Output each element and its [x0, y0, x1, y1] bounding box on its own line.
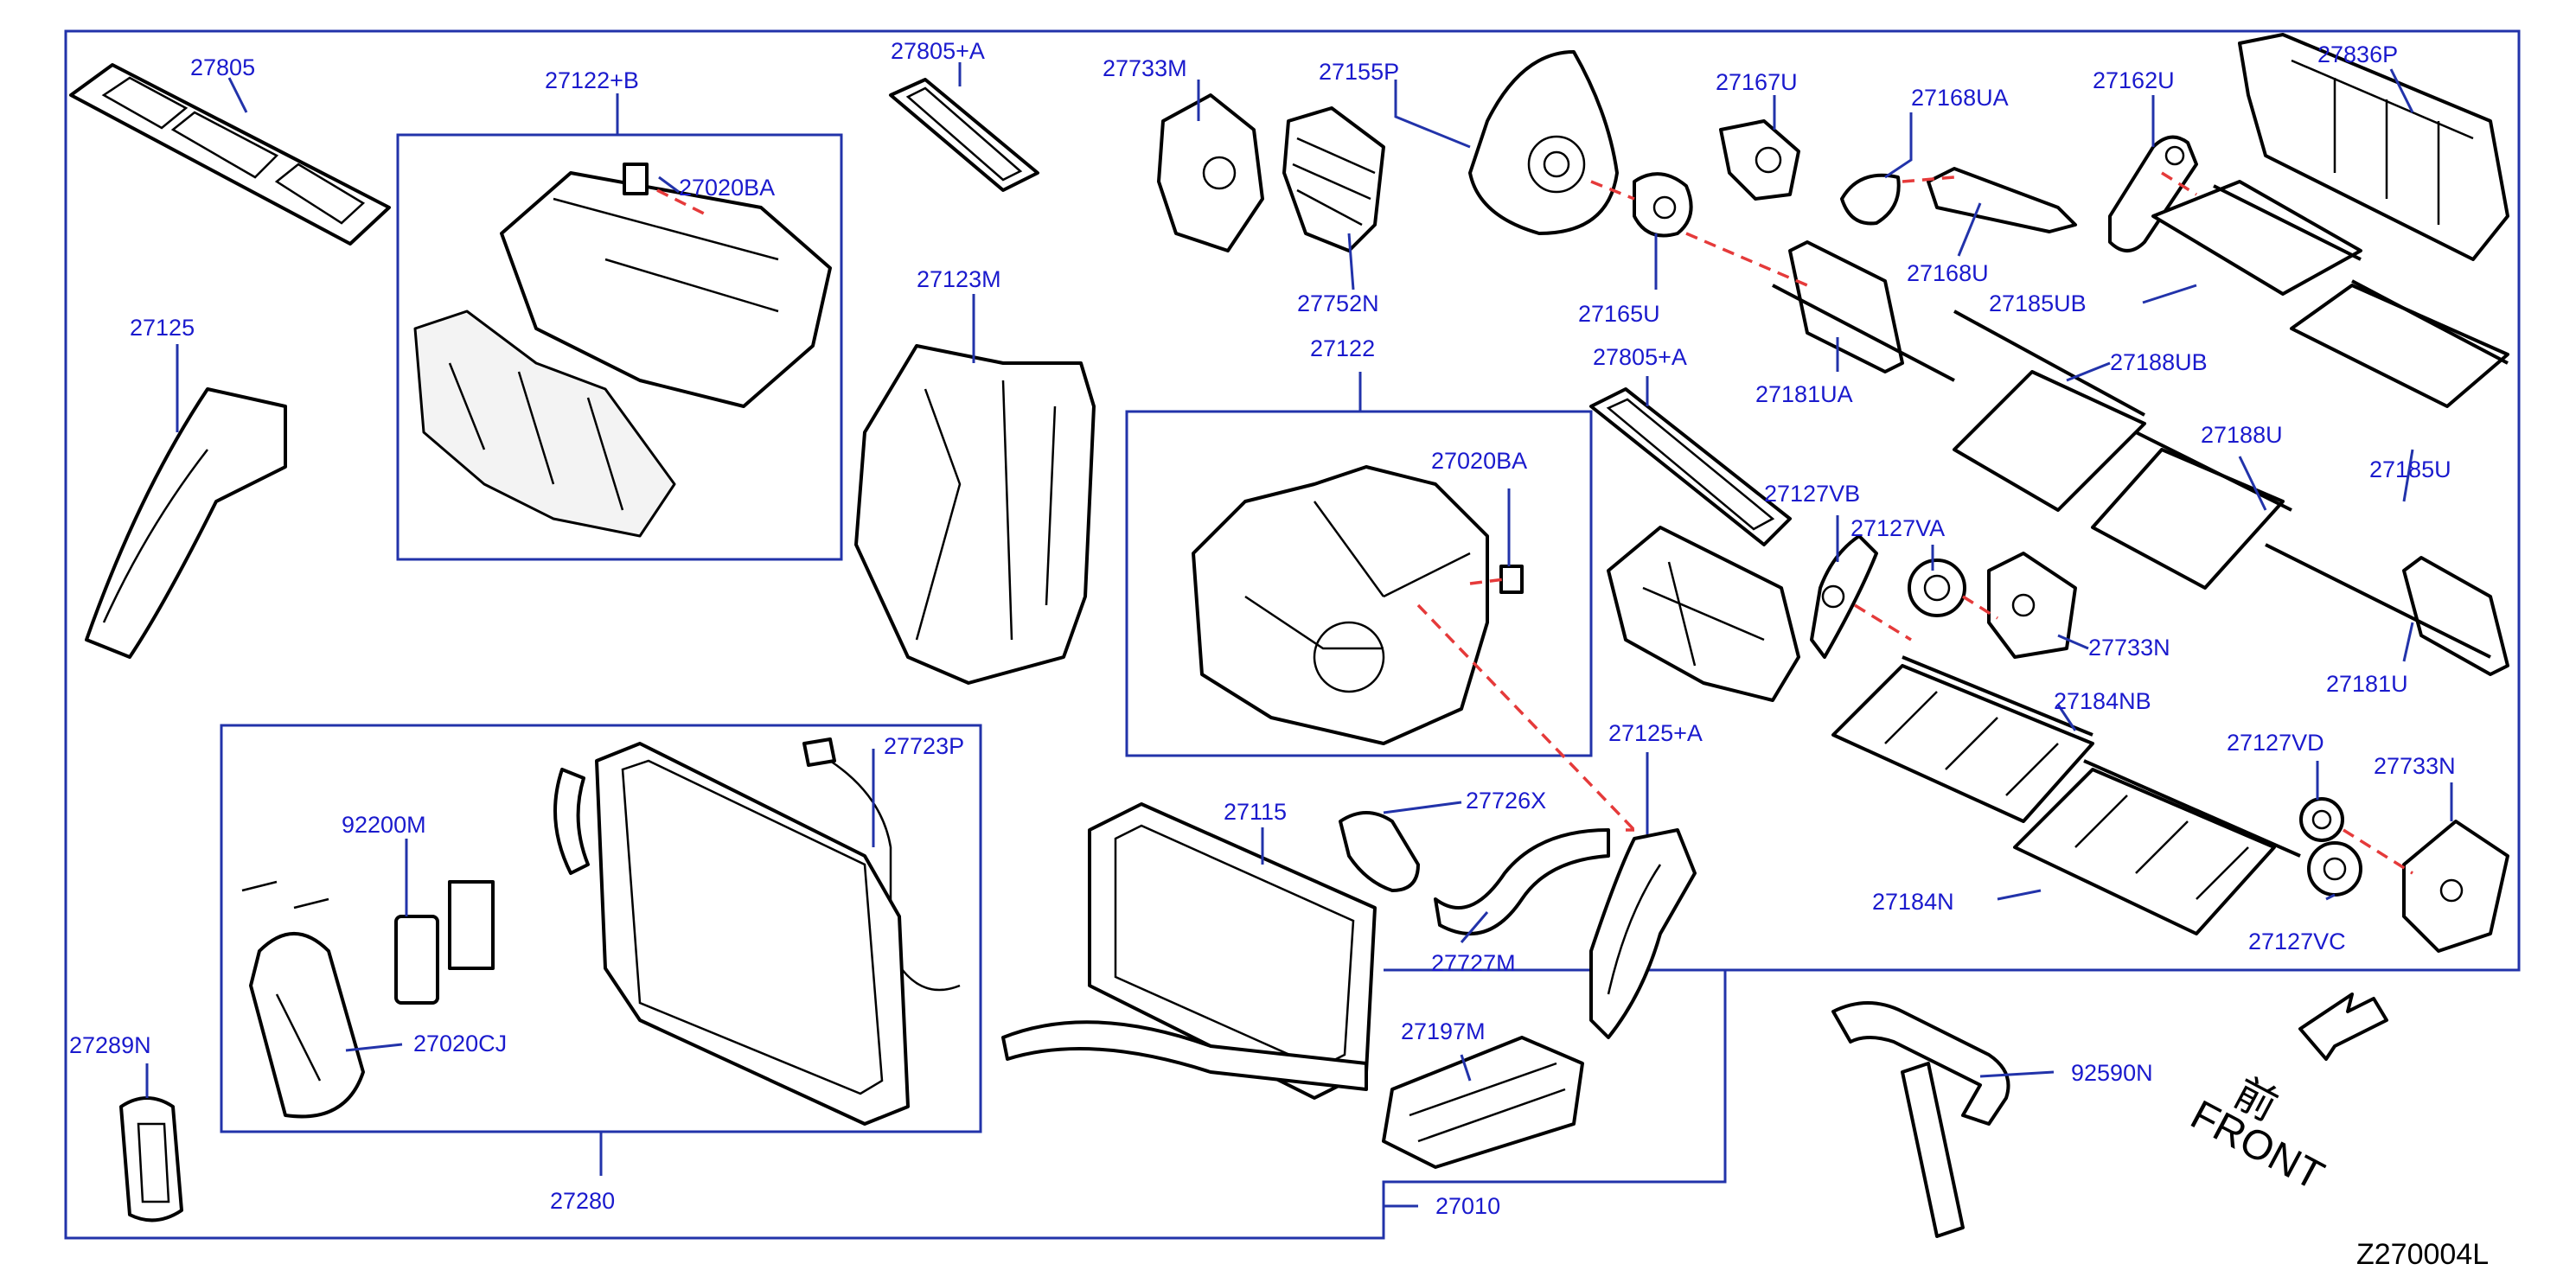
- label-27733n-low: 27733N: [2374, 753, 2456, 779]
- part-27122-b-housing: [413, 163, 832, 538]
- label-27168ua: 27168UA: [1911, 85, 2009, 111]
- label-27115: 27115: [1224, 799, 1287, 825]
- label-27733m: 27733M: [1103, 55, 1187, 81]
- box-27280: [220, 724, 982, 1133]
- label-27162u: 27162U: [2093, 67, 2175, 93]
- label-27836p: 27836P: [2317, 41, 2398, 67]
- part-27726x-seal: [1339, 811, 1420, 892]
- label-27181u: 27181U: [2326, 671, 2408, 697]
- label-27289n: 27289N: [69, 1032, 151, 1058]
- label-27167u: 27167U: [1716, 69, 1798, 95]
- part-92590n-drain-hose: [1831, 1001, 2010, 1238]
- part-27289n-seal: [119, 1096, 183, 1222]
- part-27155p-case: [1468, 50, 1619, 235]
- part-27184n-door: [2013, 759, 2301, 935]
- label-27122-b: 27122+B: [545, 67, 639, 93]
- label-27165u: 27165U: [1578, 301, 1660, 327]
- part-27181ua-door-shaft: [1772, 240, 1955, 382]
- part-27167u-lever: [1719, 119, 1800, 201]
- box-27122-b: [396, 133, 843, 561]
- part-27162u-arm: [2108, 135, 2198, 252]
- part-27122-unit: [1192, 465, 1524, 745]
- label-27727m: 27727M: [1431, 950, 1516, 976]
- part-27188ub-door: [1953, 310, 2146, 512]
- label-27280: 27280: [550, 1188, 615, 1214]
- label-27123m: 27123M: [917, 266, 1001, 292]
- label-27010: 27010: [1435, 1193, 1500, 1219]
- label-27125-a: 27125+A: [1608, 720, 1703, 746]
- label-27155p: 27155P: [1319, 59, 1399, 85]
- label-27127vb: 27127VB: [1764, 481, 1860, 507]
- part-27184nb-door: [1831, 655, 2094, 823]
- part-27020cj-cover: [249, 880, 495, 1119]
- part-27165u-link: [1633, 172, 1693, 238]
- label-27184nb: 27184NB: [2054, 688, 2151, 714]
- label-27805-a-top: 27805+A: [891, 38, 985, 64]
- part-27723p-sensor: [802, 737, 961, 992]
- label-27188ub: 27188UB: [2110, 349, 2208, 375]
- dashed-assembly-lines: [656, 171, 2413, 875]
- part-27125-duct: [85, 387, 287, 659]
- part-27128-housing-shell: [1607, 526, 1800, 702]
- label-27125: 27125: [130, 315, 195, 341]
- part-27168u-lever: [1927, 167, 2077, 233]
- label-27188u: 27188U: [2201, 422, 2283, 448]
- label-92590n: 92590N: [2071, 1060, 2153, 1086]
- part-27127va-gear: [1908, 559, 1966, 617]
- part-labels: 27805 27122+B 27020BA 27805+A 27733M 271…: [69, 38, 2456, 1219]
- front-arrow: [2298, 993, 2388, 1061]
- part-92200m-valve: [241, 880, 439, 1005]
- label-27020cj: 27020CJ: [413, 1031, 507, 1056]
- drawing-code: Z270004L: [2356, 1238, 2489, 1271]
- label-27805: 27805: [190, 54, 255, 80]
- part-27127vd-gear: [2299, 797, 2344, 842]
- label-27197m: 27197M: [1401, 1018, 1486, 1044]
- front-indicator: 前 FRONT: [2183, 1070, 2331, 1199]
- part-27836p-duct: [2238, 33, 2509, 261]
- label-27127vd: 27127VD: [2227, 730, 2324, 756]
- label-27020ba-mid: 27020BA: [1431, 448, 1527, 474]
- label-27723p: 27723P: [884, 733, 964, 759]
- part-27752n-door: [1282, 106, 1385, 252]
- part-27181u-door-shaft: [2265, 543, 2509, 676]
- part-27168ua-gear: [1840, 173, 1901, 226]
- label-27168u: 27168U: [1907, 260, 1989, 286]
- label-27122: 27122: [1310, 335, 1375, 361]
- label-27185ub: 27185UB: [1989, 290, 2087, 316]
- part-27733n-actuator-low: [2402, 820, 2509, 953]
- leader-lines: [145, 62, 2453, 1208]
- label-27805-a-mid: 27805+A: [1593, 344, 1687, 370]
- part-27127vc-gear: [2307, 841, 2362, 897]
- part-27733n-actuator-mid: [1987, 552, 2077, 659]
- part-27733m-actuator: [1157, 93, 1264, 252]
- part-27115-heater-core: [1001, 802, 1377, 1100]
- part-27185u-filter: [2290, 279, 2509, 408]
- part-27805-filter-frame: [69, 63, 391, 246]
- label-27181ua: 27181UA: [1755, 381, 1853, 407]
- part-27805-a-top: [889, 78, 1039, 192]
- label-27733n-mid: 27733N: [2088, 635, 2170, 661]
- part-27805-a-mid: [1589, 387, 1792, 546]
- label-27020ba-top: 27020BA: [679, 175, 775, 201]
- label-27127va: 27127VA: [1851, 515, 1945, 541]
- part-27188u-door: [2091, 431, 2292, 590]
- part-27125-a-duct: [1589, 828, 1697, 1039]
- part-27280-evaporator: [553, 742, 910, 1126]
- part-27123m-housing: [854, 344, 1096, 685]
- part-27127vb-sector-gear: [1810, 534, 1878, 659]
- label-27127vc: 27127VC: [2248, 929, 2346, 954]
- part-27185ub-filter: [2151, 180, 2362, 296]
- label-27185u: 27185U: [2369, 456, 2451, 482]
- part-27197m-bracket: [1382, 1036, 1584, 1169]
- label-27184n: 27184N: [1872, 889, 1954, 915]
- part-27727m-hose: [1434, 828, 1610, 935]
- label-27726x: 27726X: [1466, 788, 1546, 814]
- label-92200m: 92200M: [342, 812, 426, 838]
- label-27752n: 27752N: [1297, 290, 1379, 316]
